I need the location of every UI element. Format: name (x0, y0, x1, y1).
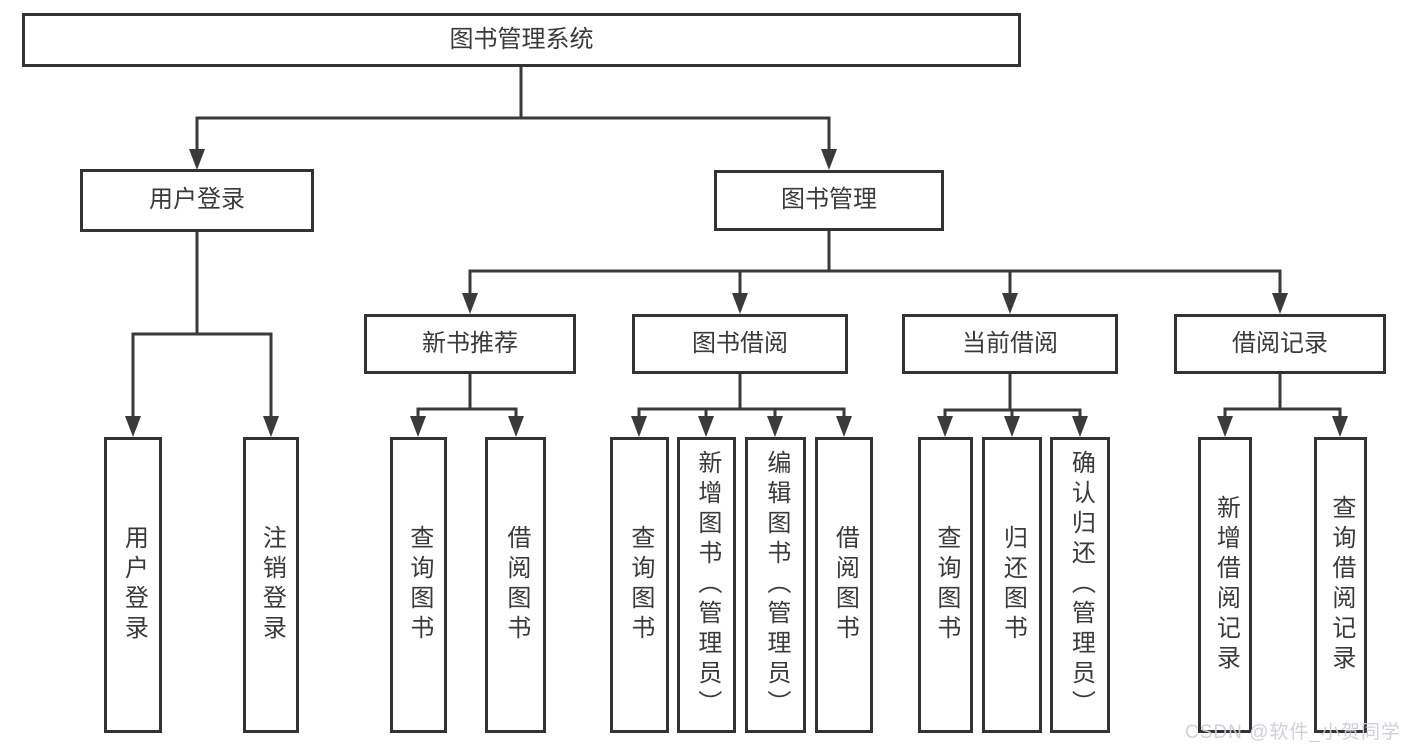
node-root: 图书管理系统 (22, 13, 1021, 67)
node-leaf-logout: 注销登录 (243, 437, 299, 733)
node-book-borrowing: 图书借阅 (632, 314, 848, 374)
node-leaf-borrow-books-recommend: 借阅图书 (485, 437, 546, 733)
node-leaf-borrow-books: 借阅图书 (815, 437, 873, 733)
node-new-book-recommendation: 新书推荐 (364, 314, 576, 374)
node-current-borrowing: 当前借阅 (902, 314, 1118, 374)
watermark: CSDN @软件_小贺同学 (1185, 722, 1401, 743)
node-leaf-add-books-admin: 新增图书（管理员） (677, 437, 736, 733)
node-user-login-branch: 用户登录 (80, 169, 314, 232)
node-leaf-return-books: 归还图书 (982, 437, 1042, 733)
node-leaf-query-books-current: 查询图书 (918, 437, 973, 733)
node-leaf-query-books-recommend: 查询图书 (390, 437, 447, 733)
node-leaf-confirm-return-admin: 确认归还（管理员） (1050, 437, 1110, 733)
node-leaf-query-books-borrowing: 查询图书 (610, 437, 669, 733)
node-borrowing-records: 借阅记录 (1174, 314, 1386, 374)
node-book-management: 图书管理 (714, 170, 944, 231)
node-leaf-add-borrow-record: 新增借阅记录 (1198, 437, 1252, 733)
node-leaf-query-borrow-record: 查询借阅记录 (1314, 437, 1367, 733)
node-leaf-user-login: 用户登录 (104, 437, 162, 733)
node-leaf-edit-books-admin: 编辑图书（管理员） (745, 437, 806, 733)
